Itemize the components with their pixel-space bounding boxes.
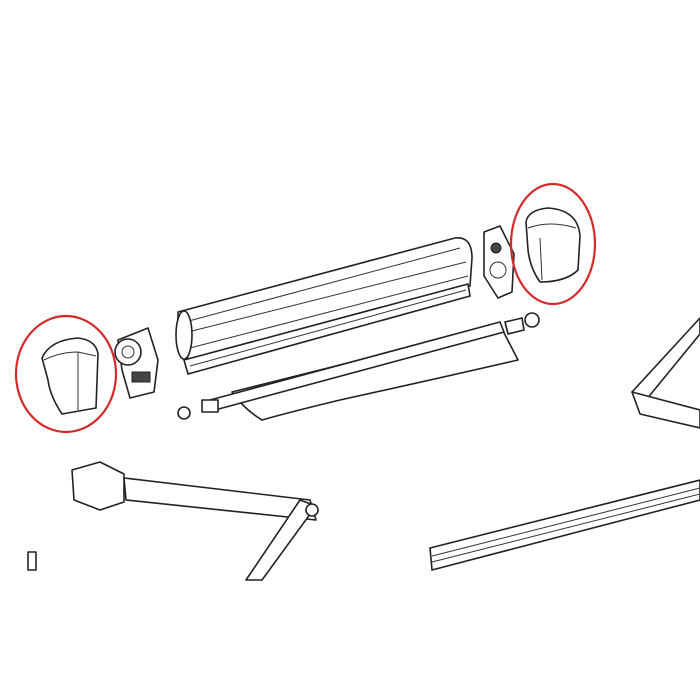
right-end-cap bbox=[525, 207, 581, 283]
left-end-cap bbox=[41, 337, 99, 415]
left-folding-arm bbox=[71, 461, 319, 581]
awning-fabric bbox=[201, 317, 525, 421]
left-highlight-circle bbox=[14, 314, 118, 434]
small-bracket bbox=[27, 551, 37, 571]
front-bar bbox=[429, 479, 700, 571]
cassette-profile bbox=[175, 237, 473, 375]
right-bushing bbox=[524, 312, 540, 328]
left-gear-mechanism bbox=[114, 327, 159, 399]
right-end-plate bbox=[483, 225, 515, 299]
right-folding-arm bbox=[631, 317, 700, 429]
left-bushing bbox=[177, 406, 191, 420]
right-highlight-circle bbox=[509, 182, 597, 306]
